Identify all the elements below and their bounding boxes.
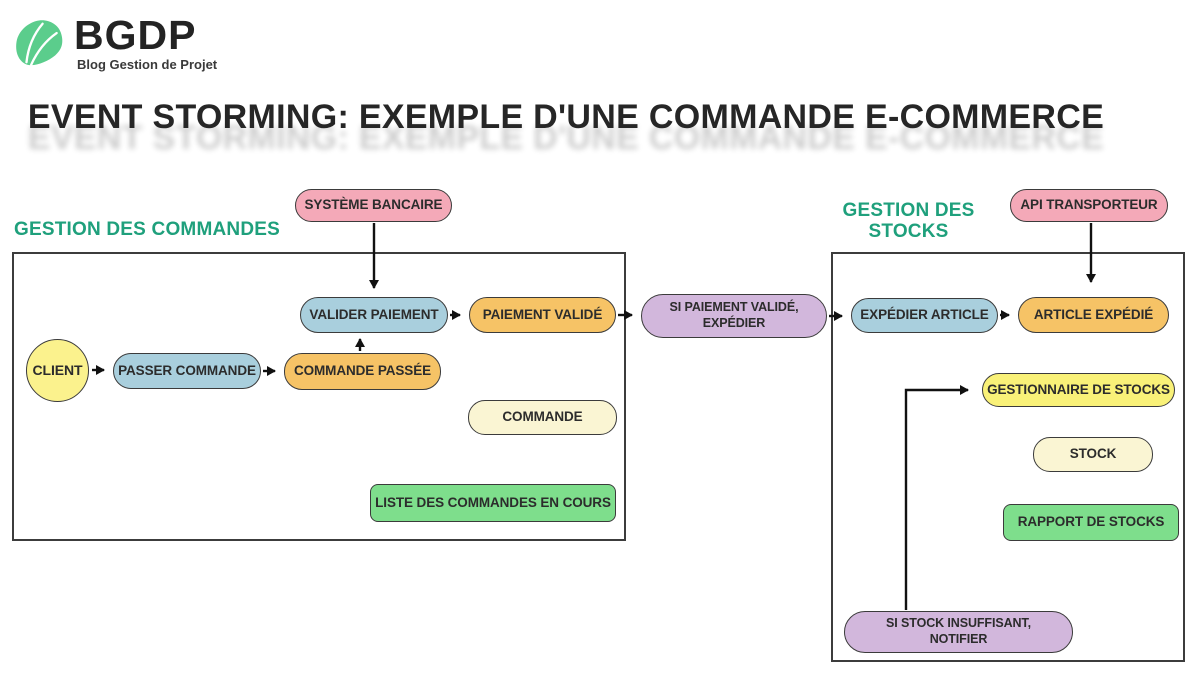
node-api-transporteur: API TRANSPORTEUR <box>1010 189 1168 222</box>
node-valider-paiement: VALIDER PAIEMENT <box>300 297 448 333</box>
brand-name: BGDP <box>74 12 197 58</box>
region-label-gestion-des-stocks: GESTION DES STOCKS <box>842 200 975 242</box>
brand-tagline: Blog Gestion de Projet <box>77 57 218 72</box>
node-rapport-de-stocks: RAPPORT DE STOCKS <box>1003 504 1179 541</box>
node-si-stock-insuffisant-notifier: SI STOCK INSUFFISANT, NOTIFIER <box>844 611 1073 653</box>
region-box-commandes <box>12 252 626 541</box>
node-paiement-valide: PAIEMENT VALIDÉ <box>469 297 616 333</box>
node-liste-des-commandes-en-cours: LISTE DES COMMANDES EN COURS <box>370 484 616 522</box>
node-commande: COMMANDE <box>468 400 617 435</box>
node-gestionnaire-de-stocks: GESTIONNAIRE DE STOCKS <box>982 373 1175 407</box>
node-passer-commande: PASSER COMMANDE <box>113 353 261 389</box>
node-commande-passee: COMMANDE PASSÉE <box>284 353 441 390</box>
node-expedier-article: EXPÉDIER ARTICLE <box>851 298 998 333</box>
node-client: CLIENT <box>26 339 89 402</box>
node-stock: STOCK <box>1033 437 1153 472</box>
region-box-stocks <box>831 252 1185 662</box>
bgdp-leaf-logo-icon <box>16 20 63 66</box>
node-si-paiement-valide-expedier: SI PAIEMENT VALIDÉ, EXPÉDIER <box>641 294 827 338</box>
page-title: EVENT STORMING: EXEMPLE D'UNE COMMANDE E… <box>27 98 1105 136</box>
node-systeme-bancaire: SYSTÈME BANCAIRE <box>295 189 452 222</box>
node-article-expedie: ARTICLE EXPÉDIÉ <box>1018 297 1169 333</box>
region-label-gestion-des-commandes: GESTION DES COMMANDES <box>14 219 280 240</box>
